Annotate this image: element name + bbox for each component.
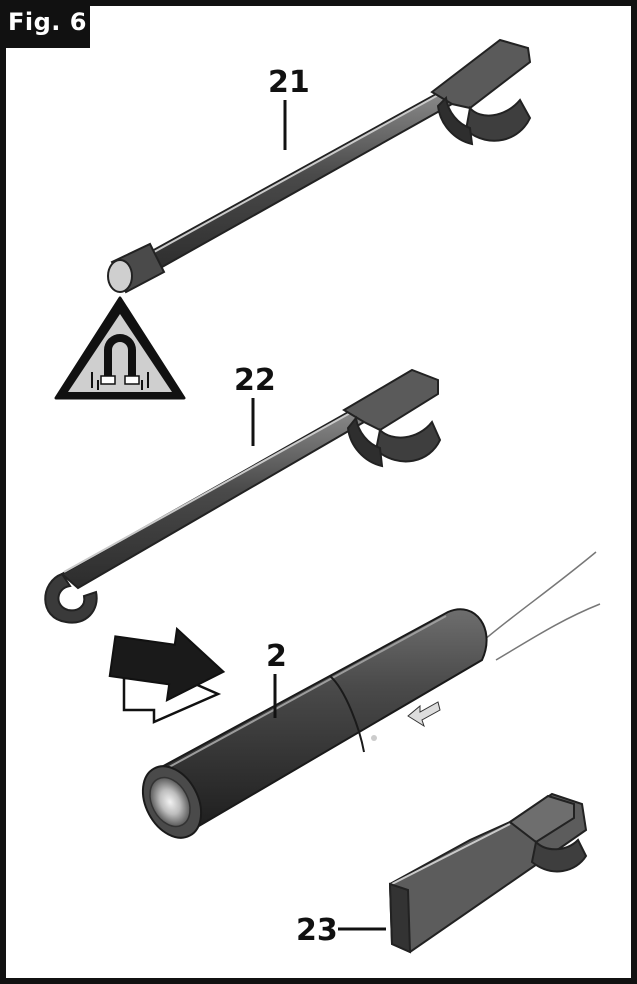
callout-22: 22 <box>234 363 276 398</box>
hook-rod-highlight <box>63 411 353 573</box>
callout-21: 21 <box>268 65 310 100</box>
magnet-clip-side <box>436 95 474 146</box>
magnet-warning-icon <box>54 296 186 400</box>
camera-body-seam <box>329 675 365 753</box>
mirror-clip-lower <box>530 838 588 873</box>
figure-label-box: Fig. 6 <box>0 0 90 48</box>
mirror-clip-top <box>508 794 575 844</box>
hook-clip-lower <box>374 420 442 463</box>
magnet-rod-highlight <box>135 93 441 263</box>
hook-clip-top <box>342 368 439 432</box>
mirror-plate-edge <box>388 882 412 954</box>
camera-body <box>154 608 488 832</box>
hook-rod <box>60 408 366 590</box>
hook-tip <box>44 572 98 624</box>
magnet-rod <box>130 90 454 278</box>
camera-body-arrow-mark <box>407 701 441 728</box>
insert-direction-arrow-icon <box>108 626 226 724</box>
camera-cable-upper <box>483 551 597 641</box>
camera-cable-lower <box>495 603 601 661</box>
camera-lens <box>149 776 191 828</box>
camera-body-highlight <box>159 615 447 773</box>
magnet-clip-top <box>430 38 532 110</box>
camera-body-dot <box>371 735 377 741</box>
figure-label: Fig. 6 <box>8 8 87 36</box>
camera-head <box>141 551 601 839</box>
magnet-clip-lower <box>464 98 532 142</box>
hook-attachment <box>44 368 442 624</box>
magnet-attachment <box>107 38 532 294</box>
callout-2: 2 <box>266 639 287 674</box>
callout-23: 23 <box>296 913 338 948</box>
magnet-tip <box>107 242 166 294</box>
mirror-attachment <box>388 792 588 954</box>
hook-clip-side <box>346 415 384 468</box>
mirror-plate-highlight <box>391 823 511 885</box>
